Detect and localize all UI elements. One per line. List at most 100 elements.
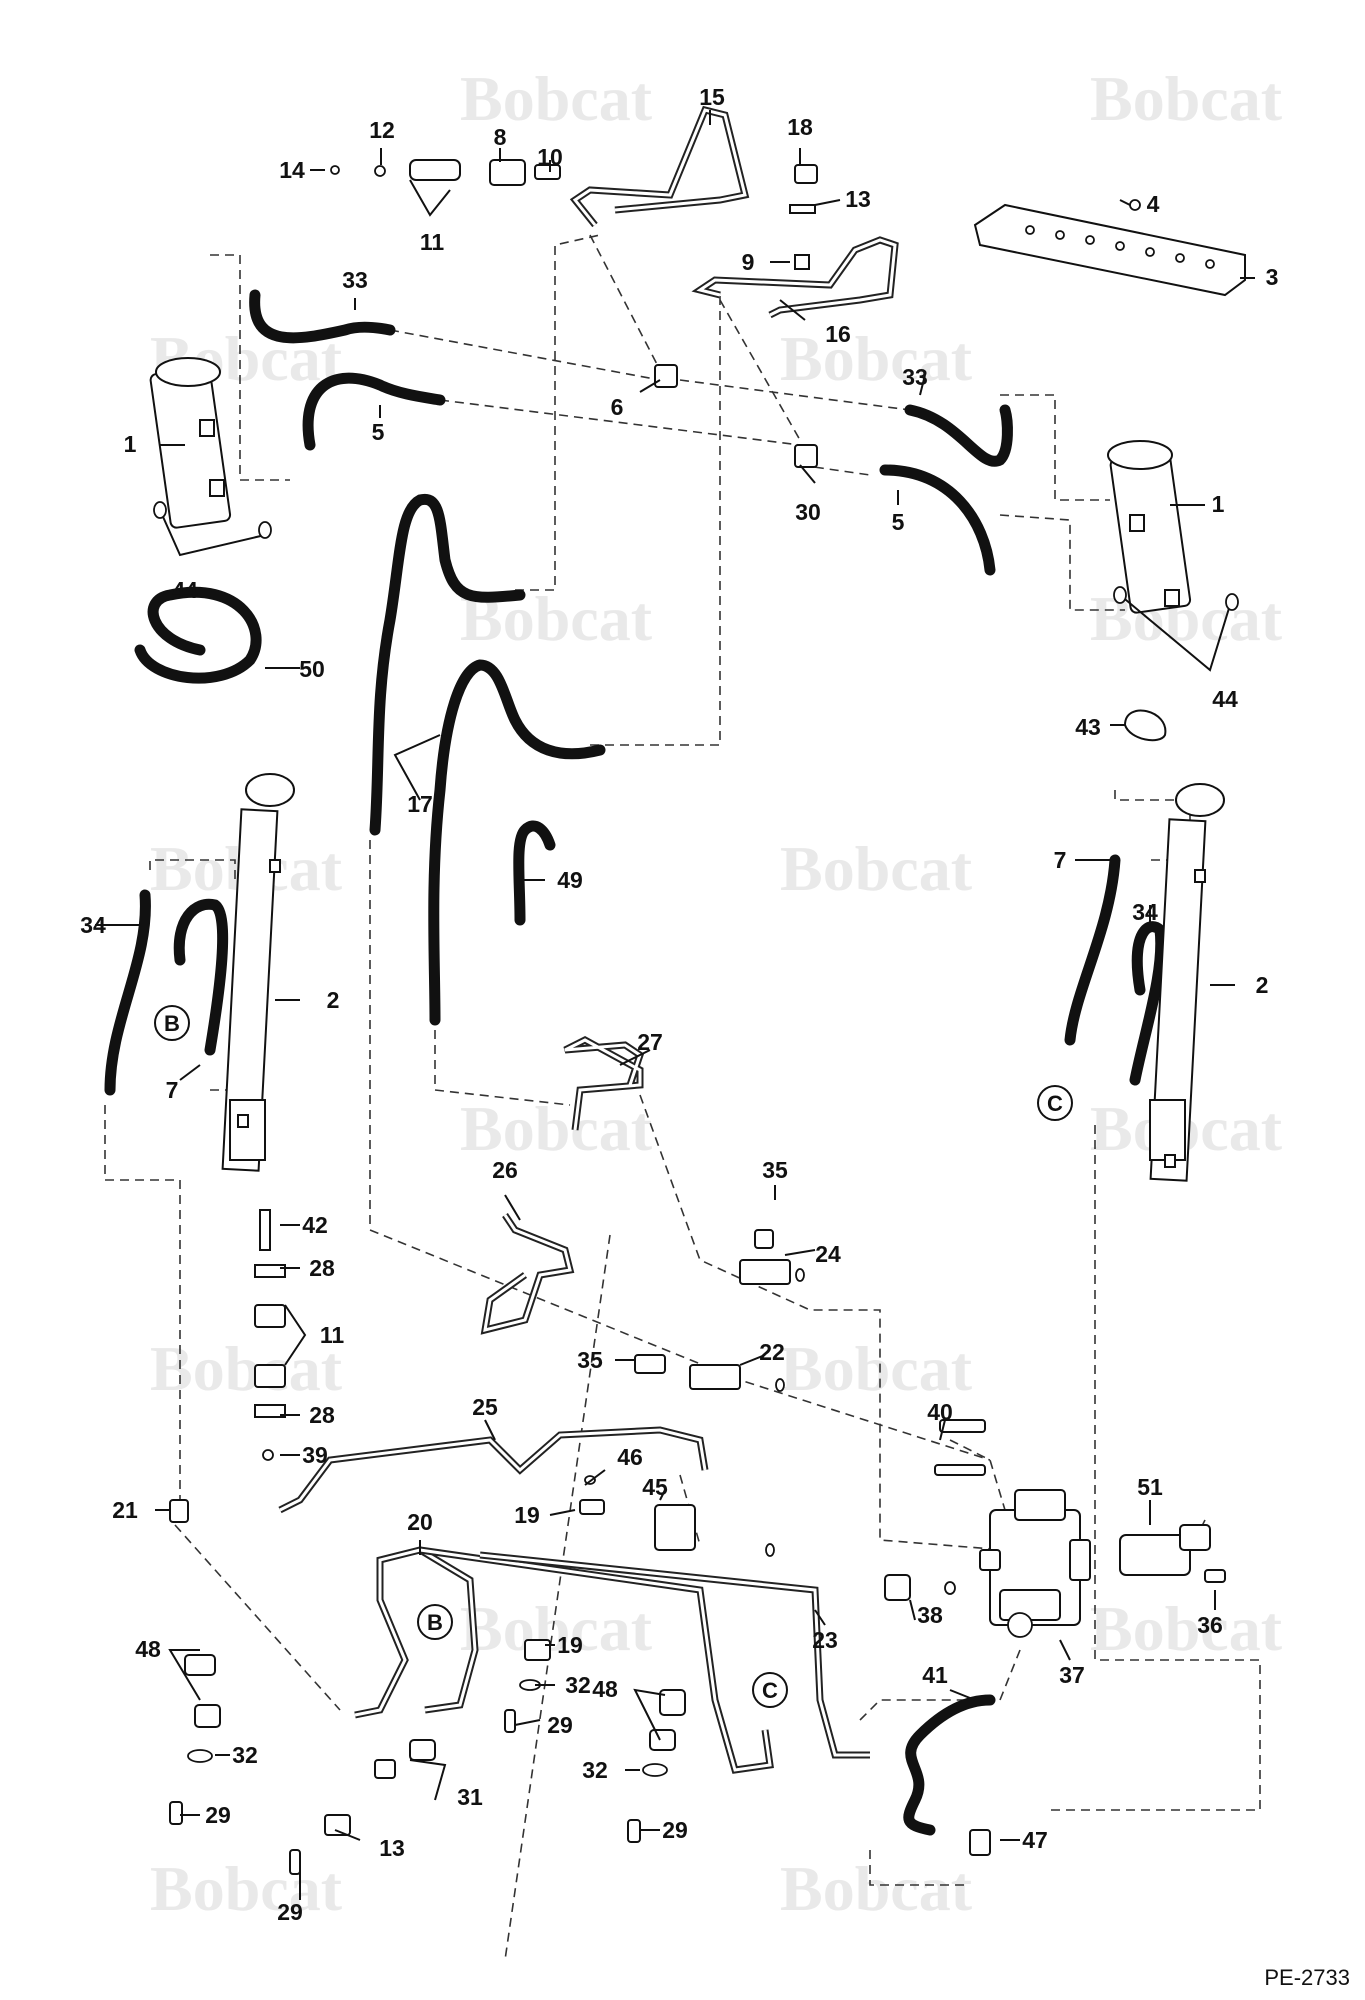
tee-fittings [654,364,818,468]
watermark: Bobcat [1090,63,1283,134]
connector-c-upper-label: C [1047,1091,1063,1116]
route-line [949,1439,1006,1511]
connector-c-upper [1037,1085,1073,1121]
callout-11: 11 [420,229,445,255]
callout-25: 25 [472,1394,498,1420]
callout-40: 40 [927,1399,953,1425]
route-line [679,379,911,411]
callout-43: 43 [1075,714,1101,740]
callout-10: 10 [537,144,563,170]
callout-49: 49 [557,867,583,893]
connector-b-upper [154,1005,190,1041]
route-line [389,329,661,381]
callout-42: 42 [302,1212,328,1238]
callout-35-upper: 35 [762,1157,788,1183]
callout-12: 12 [369,117,395,143]
callout-15: 15 [699,84,725,110]
hose-5-left [302,372,446,451]
route-line [869,1850,970,1886]
callout-28-upper: 28 [309,1255,335,1281]
hose-5-right [879,464,996,576]
callout-50: 50 [299,656,325,682]
callout-16: 16 [825,321,851,347]
callout-32-right: 32 [582,1757,608,1783]
route-line [639,1094,1006,1551]
callout-2-left: 2 [327,987,340,1013]
callout-6: 6 [611,394,624,420]
callout-35-lower: 35 [577,1347,603,1373]
pin-40 [934,1464,986,1476]
route-line [719,299,801,441]
callout-7-right: 7 [1054,847,1067,873]
clips-lower [169,1639,686,1875]
leader-lines [95,110,1255,1900]
tube-16-inner [696,238,897,317]
tube-23-inner [479,1553,870,1757]
hose-33-right [904,404,1013,467]
watermark: Bobcat [780,1853,973,1924]
callout-34-right: 34 [1132,899,1158,925]
watermark: Bobcat [460,1593,653,1664]
callout-34-left: 34 [80,912,106,938]
connector-b-lower-label: B [427,1610,443,1635]
callout-13-lower: 13 [379,1835,405,1861]
clamp-43 [1124,709,1167,742]
callout-44-right: 44 [1212,686,1238,712]
connector-markers: B B C C [154,1005,1073,1708]
callout-36: 36 [1197,1612,1223,1638]
callout-8: 8 [494,124,507,150]
callout-29-a: 29 [547,1712,573,1738]
top-hardware [330,159,1141,270]
route-line [504,1234,611,1961]
watermark: Bobcat [780,1333,973,1404]
callout-13: 13 [845,186,871,212]
route-line [589,234,661,371]
callout-46: 46 [617,1444,643,1470]
hose-layer [104,289,1167,1836]
adapters [169,1229,1226,1856]
leader-44-left [159,509,266,557]
callout-9: 9 [742,249,755,275]
tube-layer [278,105,899,1774]
tube-25-inner [279,1428,707,1512]
route-line [515,234,601,591]
callout-48-right: 48 [592,1676,618,1702]
callout-21: 21 [112,1497,138,1523]
route-line [439,399,801,446]
document-id: PE-2733 [1264,1965,1350,1990]
step-plate-3 [973,203,1246,297]
tube-20 [354,1546,479,1719]
watermark-layer: Bobcat Bobcat Bobcat Bobcat Bobcat Bobca… [150,63,1283,1924]
hose-41 [903,1694,996,1836]
tilt-cylinder-left [221,773,295,1172]
route-line [1050,1125,1261,1811]
callout-33-right: 33 [902,364,928,390]
route-line [999,514,1125,611]
watermark: Bobcat [150,1333,343,1404]
callout-28-lower: 28 [309,1402,335,1428]
manifold-stack [254,1209,286,1461]
callout-29-d: 29 [277,1899,303,1925]
tube-27-inner [564,1038,642,1131]
lift-cylinder-right [1107,440,1192,614]
control-valve-37 [979,1489,1091,1638]
route-line [174,1524,341,1711]
route-line [999,1649,1021,1701]
callout-11-lower: 11 [320,1322,345,1348]
watermark: Bobcat [150,1853,343,1924]
callout-18: 18 [787,114,813,140]
connector-c-lower-label: C [762,1678,778,1703]
tube-20b-inner [419,1548,772,1772]
watermark: Bobcat [780,833,973,904]
callout-48-left: 48 [135,1636,161,1662]
hose-17-b [428,659,606,1026]
route-line [799,464,871,476]
lift-cylinder-left [149,357,232,529]
callout-29-b: 29 [205,1802,231,1828]
route-line [104,1105,181,1500]
hose-7-left [173,898,229,1056]
callout-24: 24 [815,1241,841,1267]
callout-20: 20 [407,1509,433,1535]
hose-50-coil [134,586,262,684]
hose-49 [513,820,556,926]
